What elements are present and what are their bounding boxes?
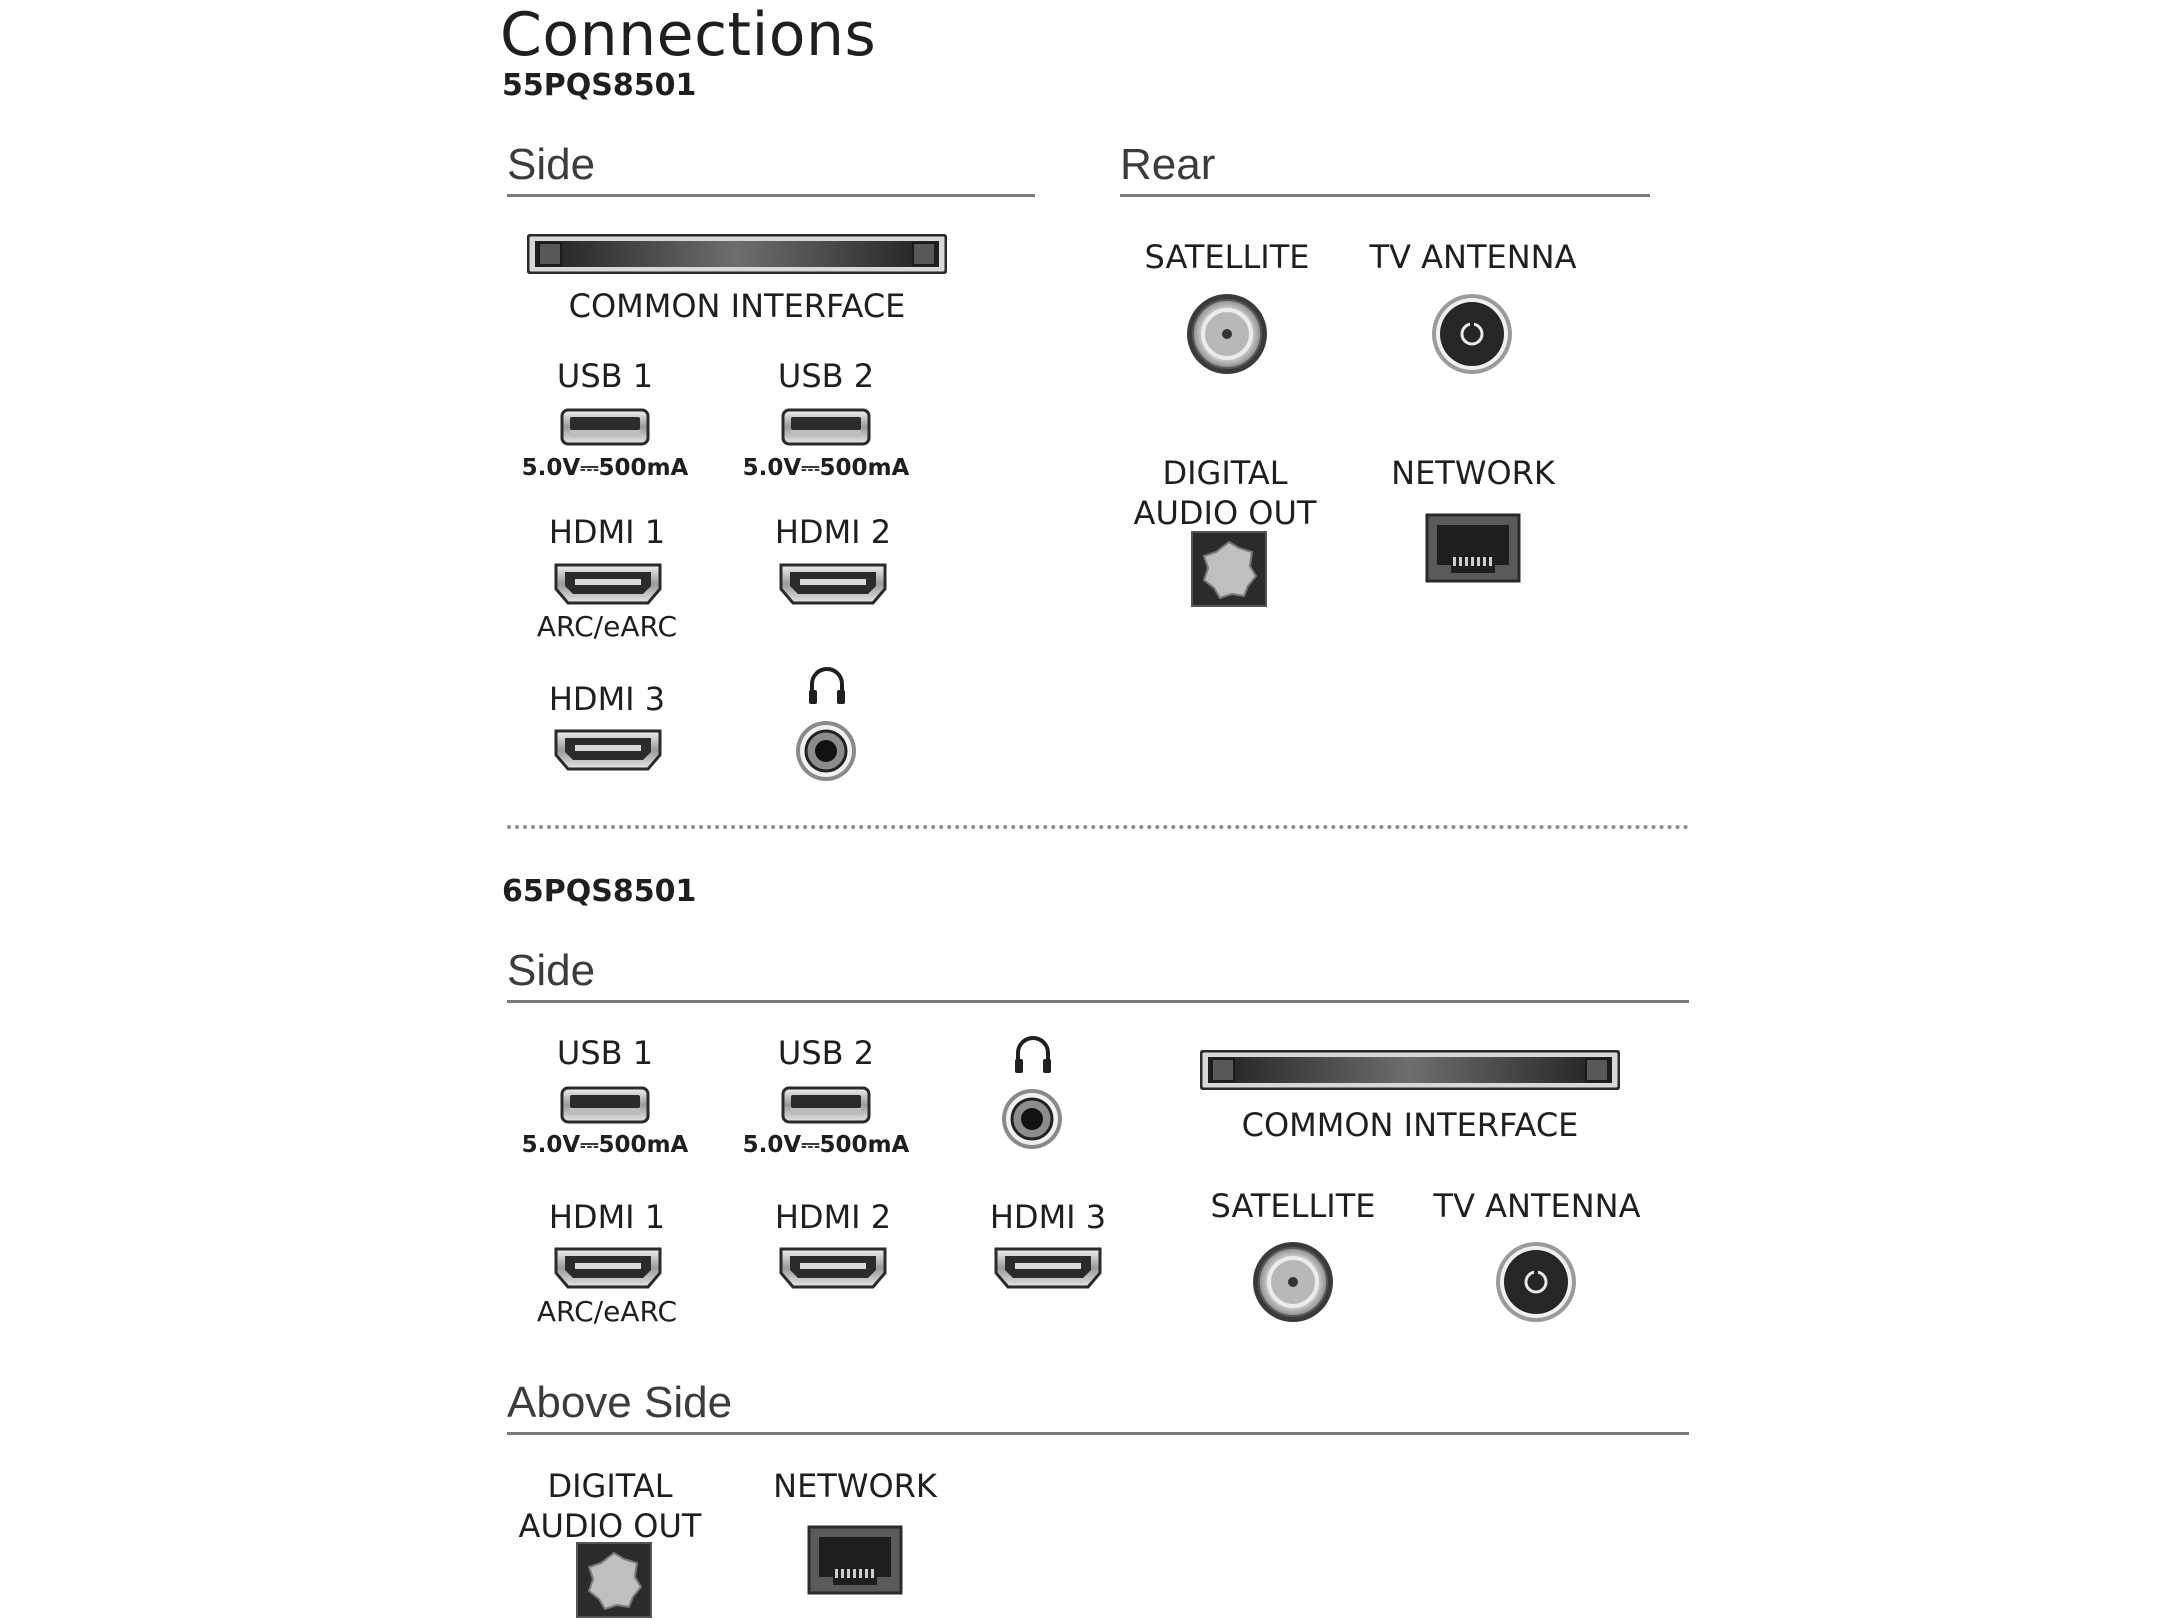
hdmi-port-icon [779, 563, 887, 605]
headphone-jack-icon [1000, 1087, 1064, 1151]
model-a-usb1-label: USB 1 [556, 357, 654, 395]
model-a-name: 55PQS8501 [502, 68, 697, 103]
model-b-usb1-label: USB 1 [556, 1034, 654, 1072]
model-a-usb2-rating: 5.0V⎓500mA [742, 455, 910, 481]
optical-port-icon [1191, 531, 1267, 607]
model-a-satellite-label: SATELLITE [1144, 238, 1310, 276]
common-interface-slot-icon [1200, 1050, 1620, 1090]
model-b-digital-audio-label-2: AUDIO OUT [518, 1507, 702, 1545]
antenna-port-icon [1430, 292, 1514, 376]
model-a-hdmi3-label: HDMI 3 [548, 680, 666, 718]
model-b-satellite-label: SATELLITE [1210, 1187, 1376, 1225]
model-b-side-title: Side [507, 946, 596, 995]
hdmi-port-icon [554, 729, 662, 771]
hdmi-port-icon [554, 563, 662, 605]
model-b-hdmi1-label: HDMI 1 [548, 1198, 666, 1236]
model-a-tv-antenna-label: TV ANTENNA [1369, 238, 1577, 276]
model-a-side-rule [507, 194, 1035, 197]
usb-port-icon [781, 1086, 871, 1124]
common-interface-slot-icon [527, 234, 947, 274]
model-a-hdmi1-arc: ARC/eARC [536, 610, 678, 643]
headphone-icon [807, 667, 847, 706]
model-a-hdmi2-label: HDMI 2 [774, 513, 892, 551]
model-a-digital-audio-label-2: AUDIO OUT [1133, 494, 1317, 532]
usb-port-icon [781, 408, 871, 446]
model-a-network-label: NETWORK [1391, 454, 1555, 492]
hdmi-port-icon [554, 1247, 662, 1289]
model-a-side-title: Side [507, 140, 596, 189]
headphone-jack-icon [794, 719, 858, 783]
usb-port-icon [560, 1086, 650, 1124]
antenna-port-icon [1494, 1240, 1578, 1324]
coaxial-port-icon [1251, 1240, 1335, 1324]
optical-port-icon [576, 1542, 652, 1618]
model-b-usb2-rating: 5.0V⎓500mA [742, 1132, 910, 1158]
model-b-common-interface-label: COMMON INTERFACE [1241, 1106, 1579, 1144]
model-b-usb1-rating: 5.0V⎓500mA [521, 1132, 689, 1158]
model-b-hdmi3-label: HDMI 3 [989, 1198, 1107, 1236]
model-b-above-side-rule [507, 1432, 1689, 1435]
model-b-usb2-label: USB 2 [777, 1034, 875, 1072]
model-a-hdmi1-label: HDMI 1 [548, 513, 666, 551]
model-b-name: 65PQS8501 [502, 874, 697, 909]
model-b-above-side-title: Above Side [507, 1378, 733, 1427]
model-a-rear-rule [1120, 194, 1650, 197]
page-title: Connections [500, 0, 877, 70]
model-a-usb2-label: USB 2 [777, 357, 875, 395]
usb-port-icon [560, 408, 650, 446]
hdmi-port-icon [994, 1247, 1102, 1289]
model-b-side-rule [507, 1000, 1689, 1003]
coaxial-port-icon [1185, 292, 1269, 376]
ethernet-port-icon [1425, 513, 1521, 583]
model-b-hdmi1-arc: ARC/eARC [536, 1295, 678, 1328]
model-b-digital-audio-label-1: DIGITAL [547, 1467, 673, 1505]
model-divider [507, 825, 1689, 829]
model-a-common-interface-label: COMMON INTERFACE [568, 287, 906, 325]
model-a-rear-title: Rear [1120, 140, 1216, 189]
model-a-digital-audio-label-1: DIGITAL [1162, 454, 1288, 492]
model-b-network-label: NETWORK [773, 1467, 937, 1505]
model-a-usb1-rating: 5.0V⎓500mA [521, 455, 689, 481]
ethernet-port-icon [807, 1525, 903, 1595]
headphone-icon [1013, 1036, 1053, 1075]
hdmi-port-icon [779, 1247, 887, 1289]
model-b-tv-antenna-label: TV ANTENNA [1433, 1187, 1641, 1225]
model-b-hdmi2-label: HDMI 2 [774, 1198, 892, 1236]
